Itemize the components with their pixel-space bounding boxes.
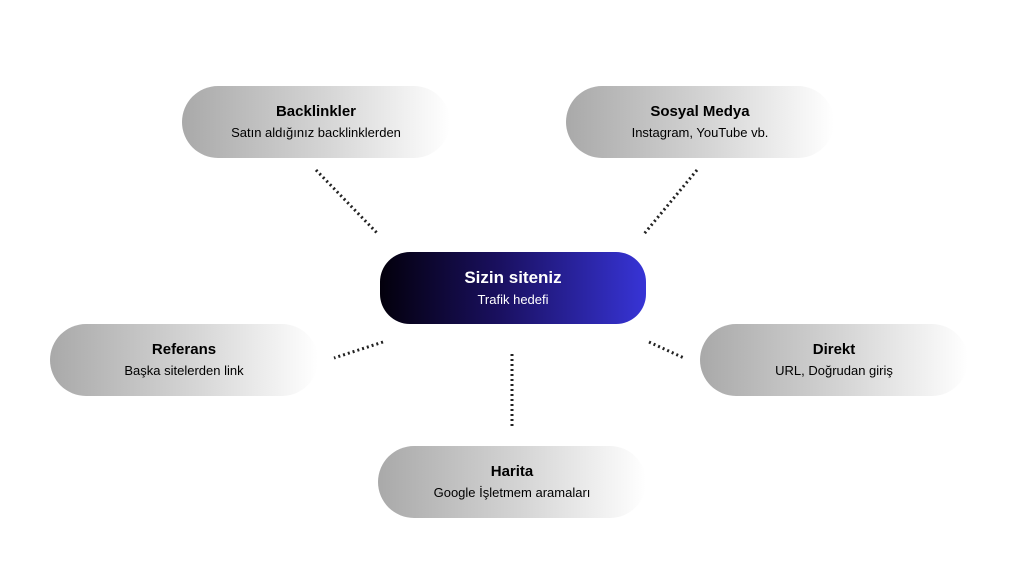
source-subtitle: Google İşletmem aramaları <box>433 484 591 500</box>
connector-referral <box>333 340 384 360</box>
center-node-your-site: Sizin siteniz Trafik hedefi <box>380 252 646 324</box>
source-node-maps: Harita Google İşletmem aramaları <box>378 446 646 518</box>
source-title: Direkt <box>812 340 856 358</box>
source-subtitle: URL, Doğrudan giriş <box>775 362 893 378</box>
center-subtitle: Trafik hedefi <box>477 291 549 307</box>
center-title: Sizin siteniz <box>464 267 562 287</box>
source-node-backlinks: Backlinkler Satın aldığınız backlinklerd… <box>182 86 450 158</box>
source-subtitle: Instagram, YouTube vb. <box>631 124 769 140</box>
connector-direct <box>648 340 685 360</box>
source-title: Backlinkler <box>275 102 357 120</box>
source-title: Harita <box>490 462 534 480</box>
source-subtitle: Satın aldığınız backlinklerden <box>231 124 401 140</box>
source-node-referral: Referans Başka sitelerden link <box>50 324 318 396</box>
source-subtitle: Başka sitelerden link <box>124 362 244 378</box>
source-title: Sosyal Medya <box>650 102 750 120</box>
connector-social <box>642 169 699 235</box>
connector-backlinks <box>314 168 380 236</box>
source-node-direct: Direkt URL, Doğrudan giriş <box>700 324 968 396</box>
source-title: Referans <box>151 340 217 358</box>
source-node-social-media: Sosyal Medya Instagram, YouTube vb. <box>566 86 834 158</box>
